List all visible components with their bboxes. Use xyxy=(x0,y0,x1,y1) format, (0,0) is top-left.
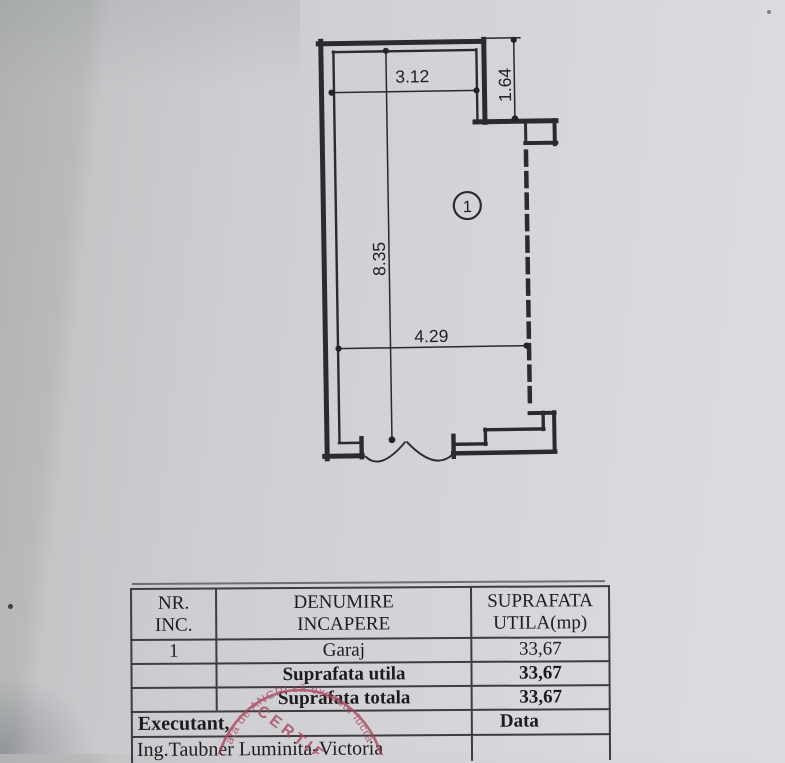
header-nr-inc: NR.INC. xyxy=(131,588,217,640)
scan-shadow-corner xyxy=(0,624,150,754)
dim-line-3-12 xyxy=(331,89,477,94)
suprafata-totala-value: 33,67 xyxy=(471,684,610,710)
executant-name: Ing.Taubner Luminita-Victoria xyxy=(131,734,473,763)
dim-line-8-35 xyxy=(385,50,393,440)
table-footer-row: Executant, Data xyxy=(131,708,610,737)
suprafata-utila-label: Suprafata utila xyxy=(216,661,472,688)
executant-label: Executant, xyxy=(131,709,472,737)
room-name-cell: Garaj xyxy=(216,637,472,664)
dim-text-middle: 4.29 xyxy=(414,326,448,347)
dim-line-1-64 xyxy=(512,38,516,119)
room-number: 1 xyxy=(463,198,472,216)
data-label: Data xyxy=(471,708,610,735)
scan-speck xyxy=(8,604,13,609)
dim-text-top: 3.12 xyxy=(395,66,429,87)
room-nr-cell: 1 xyxy=(131,639,217,664)
dim-line-4-29 xyxy=(338,344,528,350)
table-row: Suprafata utila 33,67 xyxy=(131,660,610,688)
suprafata-utila-value: 33,67 xyxy=(471,660,610,686)
dim-text-left: 8.35 xyxy=(369,242,390,276)
room-number-badge: 1 xyxy=(452,190,482,221)
scan-shading-top xyxy=(0,0,300,90)
table-row: 1 Garaj 33,67 xyxy=(131,637,610,664)
table-row: Suprafata totala 33,67 xyxy=(131,684,610,712)
dimension-lines xyxy=(331,36,528,440)
dim-text-right: 1.64 xyxy=(495,68,516,103)
suprafata-totala-label: Suprafata totala xyxy=(216,685,472,712)
scan-speck xyxy=(767,10,771,14)
garage-door-arcs xyxy=(364,440,453,463)
stairs-outline xyxy=(450,410,558,456)
open-side-dashed-line xyxy=(523,149,533,407)
room-area-cell: 33,67 xyxy=(471,637,610,662)
dimension-dots xyxy=(328,36,530,444)
wall-outline xyxy=(315,36,559,462)
executant-name-row: Ing.Taubner Luminita-Victoria xyxy=(131,733,611,763)
